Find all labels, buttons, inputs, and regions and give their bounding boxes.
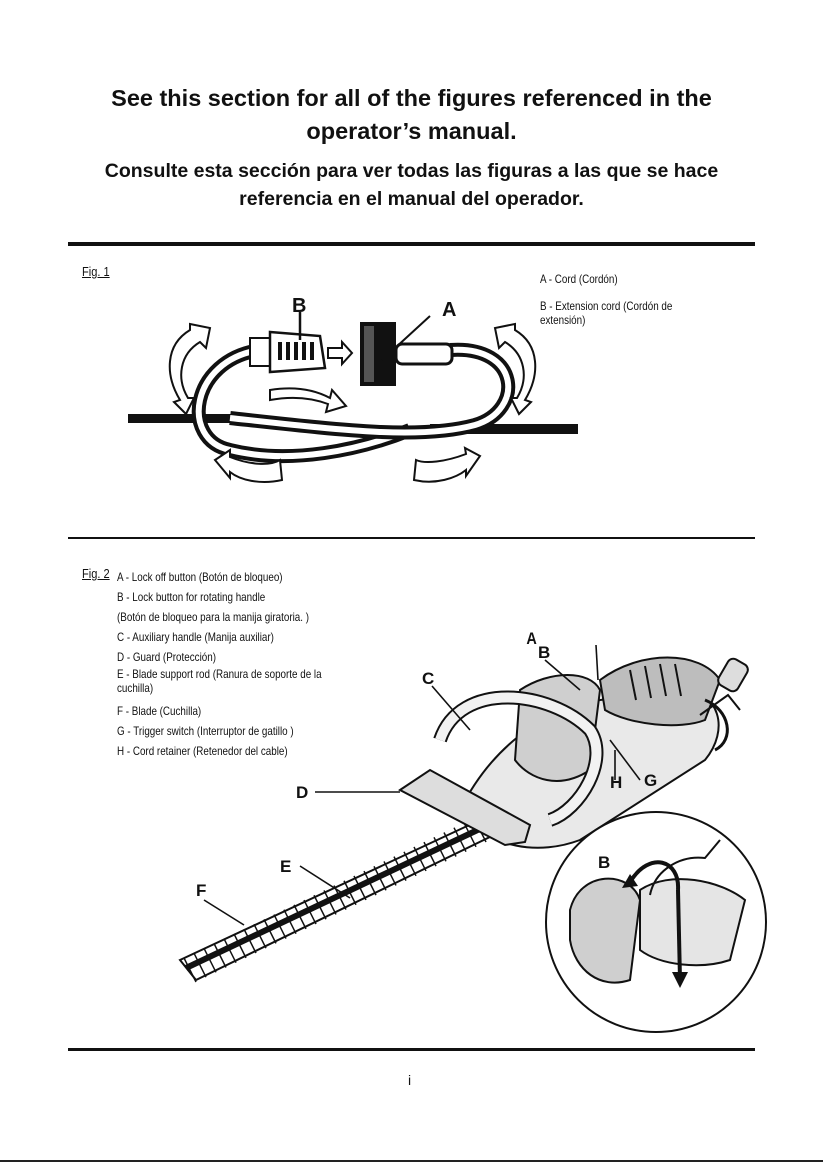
blade-tooth bbox=[193, 952, 207, 978]
blade-tooth bbox=[213, 943, 227, 968]
blade-tooth bbox=[323, 890, 337, 915]
blade-tooth bbox=[273, 914, 287, 939]
blade-tooth bbox=[283, 909, 297, 935]
blade-tooth bbox=[343, 880, 357, 906]
blade-tooth bbox=[433, 836, 447, 862]
fig1-cord-knot-illustration: B A bbox=[128, 295, 578, 483]
blade-tooth bbox=[453, 827, 467, 852]
curved-arrow-icon bbox=[493, 322, 537, 416]
blade-tooth bbox=[243, 928, 257, 954]
fig2-callout-d: D bbox=[296, 783, 308, 802]
fig1-label: Fig. 1 bbox=[82, 264, 110, 279]
blade-tooth bbox=[383, 861, 397, 886]
fig2-hedge-trimmer-illustration: A B C D E F G H B bbox=[178, 630, 767, 1033]
fig2-legend-item: G - Trigger switch (Interruptor de gatil… bbox=[117, 724, 294, 738]
detail-callout-b: B bbox=[598, 853, 610, 872]
blade-tooth bbox=[303, 899, 317, 925]
fig2-callout-h: H bbox=[610, 773, 622, 792]
cord-plug bbox=[717, 657, 749, 693]
fig1-legend-item: B - Extension cord (Cordón de bbox=[540, 299, 673, 313]
title-en-line2: operator’s manual. bbox=[306, 118, 517, 144]
fig2-legend-item: A - Lock off button (Botón de bloqueo) bbox=[117, 570, 283, 584]
fig2-legend-item: D - Guard (Protección) bbox=[117, 650, 216, 664]
title-es-line2: referencia en el manual del operador. bbox=[239, 188, 584, 210]
page-number: i bbox=[408, 1072, 412, 1088]
fig2-callout-e: E bbox=[280, 857, 291, 876]
curved-arrow-icon bbox=[213, 448, 284, 483]
fig2-legend-item: E - Blade support rod (Ranura de soporte… bbox=[117, 667, 322, 681]
blade-tooth bbox=[403, 851, 417, 877]
rotation-arrow-icon bbox=[628, 860, 681, 891]
top-divider bbox=[68, 242, 755, 246]
fig1-legend-item: A - Cord (Cordón) bbox=[540, 272, 618, 286]
fig2-callout-f: F bbox=[196, 881, 206, 900]
blade-tooth bbox=[263, 919, 277, 944]
fig2-callout-g: G bbox=[644, 771, 657, 790]
title-es-line1: Consulte esta sección para ver todas las… bbox=[104, 160, 719, 182]
bottom-divider bbox=[68, 1048, 755, 1051]
curved-arrow-icon bbox=[168, 322, 212, 416]
page-title: See this section for all of the figures … bbox=[60, 82, 763, 148]
blade-tooth bbox=[233, 933, 247, 959]
fig1-legend: A - Cord (Cordón) B - Extension cord (Co… bbox=[540, 272, 672, 327]
fig2-legend-item: (Botón de bloqueo para la manija girator… bbox=[117, 610, 309, 624]
fig2-callout-b: B bbox=[538, 643, 550, 662]
blade-tooth bbox=[223, 938, 237, 964]
fig2-callout-c: C bbox=[422, 669, 434, 688]
cord-right-straight bbox=[430, 424, 578, 434]
fig1-callout-b: B bbox=[292, 295, 306, 317]
fig2-label: Fig. 2 bbox=[82, 566, 110, 581]
blade-tooth bbox=[203, 948, 217, 973]
right-small-arrow-icon bbox=[327, 339, 354, 367]
fig2-legend: A - Lock off button (Botón de bloqueo) B… bbox=[117, 567, 322, 761]
fig2-legend-item: F - Blade (Cuchilla) bbox=[117, 704, 202, 718]
fig2-legend-item: B - Lock button for rotating handle bbox=[117, 590, 266, 604]
title-en-line1: See this section for all of the figures … bbox=[111, 85, 712, 111]
page-edge-line bbox=[0, 1160, 823, 1162]
fig2-legend-item: H - Cord retainer (Retenedor del cable) bbox=[117, 744, 288, 758]
blade-tooth bbox=[443, 832, 457, 857]
blade-tooth bbox=[423, 841, 437, 867]
blade-tooth bbox=[363, 870, 377, 896]
guard bbox=[398, 768, 532, 847]
curved-arrow-icon bbox=[269, 387, 348, 414]
blade bbox=[178, 817, 498, 983]
fig1-legend-item: extensión) bbox=[540, 313, 586, 327]
blade-tooth bbox=[253, 923, 267, 949]
section-divider bbox=[68, 537, 755, 539]
blade-tooth bbox=[413, 846, 427, 872]
blade-tooth bbox=[373, 865, 387, 891]
curved-arrow-icon bbox=[412, 446, 482, 483]
fig1-callout-a: A bbox=[442, 299, 456, 321]
blade-tooth bbox=[393, 856, 407, 881]
page-subtitle: Consulte esta sección para ver todas las… bbox=[60, 157, 763, 213]
fig2-callout-a: A bbox=[526, 630, 536, 648]
blade-tooth bbox=[293, 904, 307, 930]
cord-left-straight bbox=[128, 414, 238, 423]
power-cord bbox=[704, 698, 729, 752]
blade-tooth bbox=[183, 957, 197, 983]
blade-tooth bbox=[463, 822, 477, 848]
blade-tooth bbox=[353, 875, 367, 901]
fig2-legend-item: C - Auxiliary handle (Manija auxiliar) bbox=[117, 630, 274, 644]
blade-tooth bbox=[313, 894, 327, 920]
fig2-legend-item: cuchilla) bbox=[117, 681, 154, 695]
